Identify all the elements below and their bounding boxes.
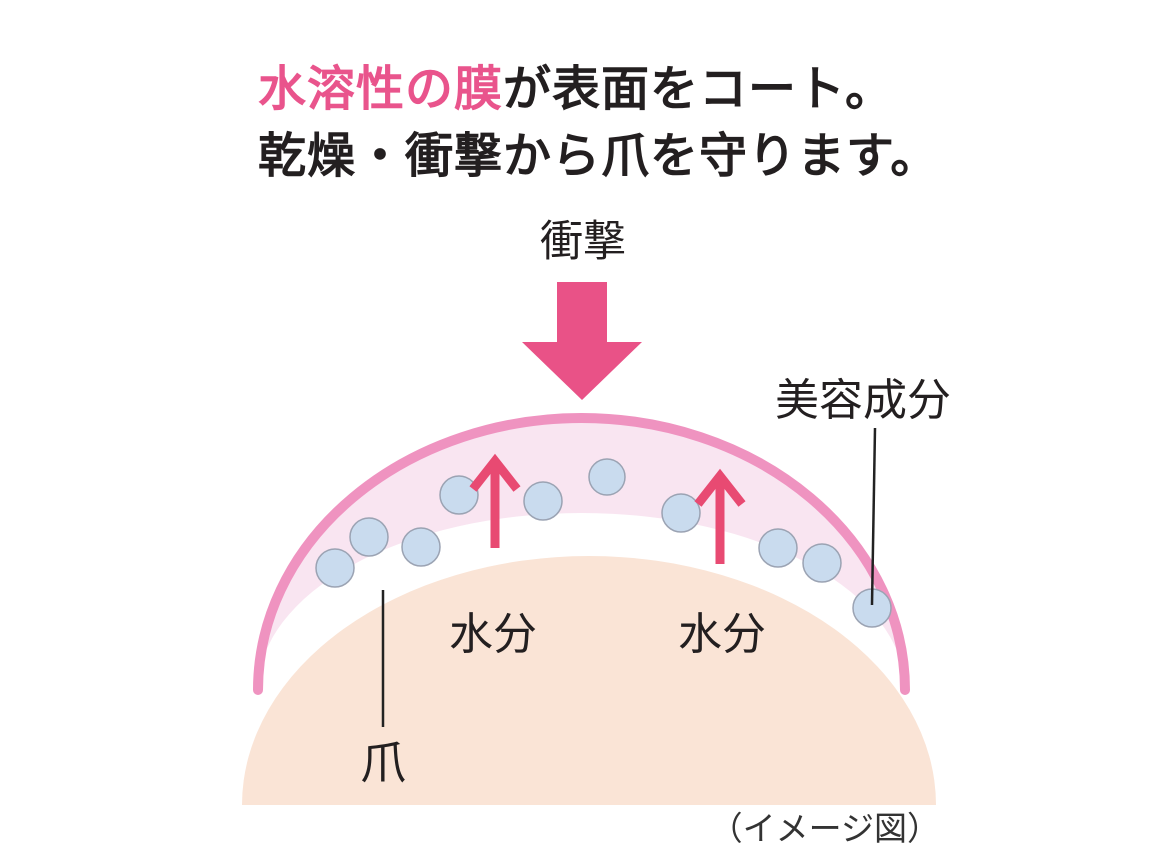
beauty-ingredient-particle	[439, 475, 479, 515]
beauty-ingredient-particle	[661, 493, 701, 533]
moisture-label-right: 水分	[678, 610, 766, 659]
beauty-ingredient-particle	[315, 548, 355, 588]
headline-highlight: 水溶性の膜	[258, 63, 504, 116]
headline-line2: 乾燥・衝撃から爪を守ります。	[258, 130, 940, 183]
nail-body	[242, 556, 936, 805]
beauty-ingredient-particles	[315, 458, 892, 628]
beauty-ingredient-leader-line	[870, 427, 877, 606]
beauty-ingredient-particle	[349, 517, 389, 557]
impact-label: 衝撃	[540, 218, 626, 266]
beauty-ingredient-particle	[802, 543, 842, 583]
beauty-ingredient-particle	[758, 528, 798, 568]
impact-arrow-icon	[522, 282, 642, 400]
nail-label: 爪	[360, 737, 406, 789]
caption-note: （イメージ図）	[709, 810, 940, 847]
film-outline	[253, 413, 910, 695]
moisture-arrow-left-icon	[469, 453, 521, 548]
headline: 水溶性の膜が表面をコート。 乾燥・衝撃から爪を守ります。	[258, 56, 939, 190]
beauty-ingredient-particle	[523, 481, 563, 521]
moisture-label-left: 水分	[449, 610, 537, 659]
beauty-ingredient-particle	[588, 458, 626, 496]
moisture-arrow-right-icon	[694, 468, 746, 564]
water-soluble-film	[258, 417, 905, 690]
beauty-ingredient-particle	[401, 527, 441, 567]
headline-rest: が表面をコート。	[503, 63, 895, 116]
beauty-ingredient-label: 美容成分	[775, 376, 951, 425]
headline-line1: 水溶性の膜が表面をコート。	[258, 56, 939, 123]
